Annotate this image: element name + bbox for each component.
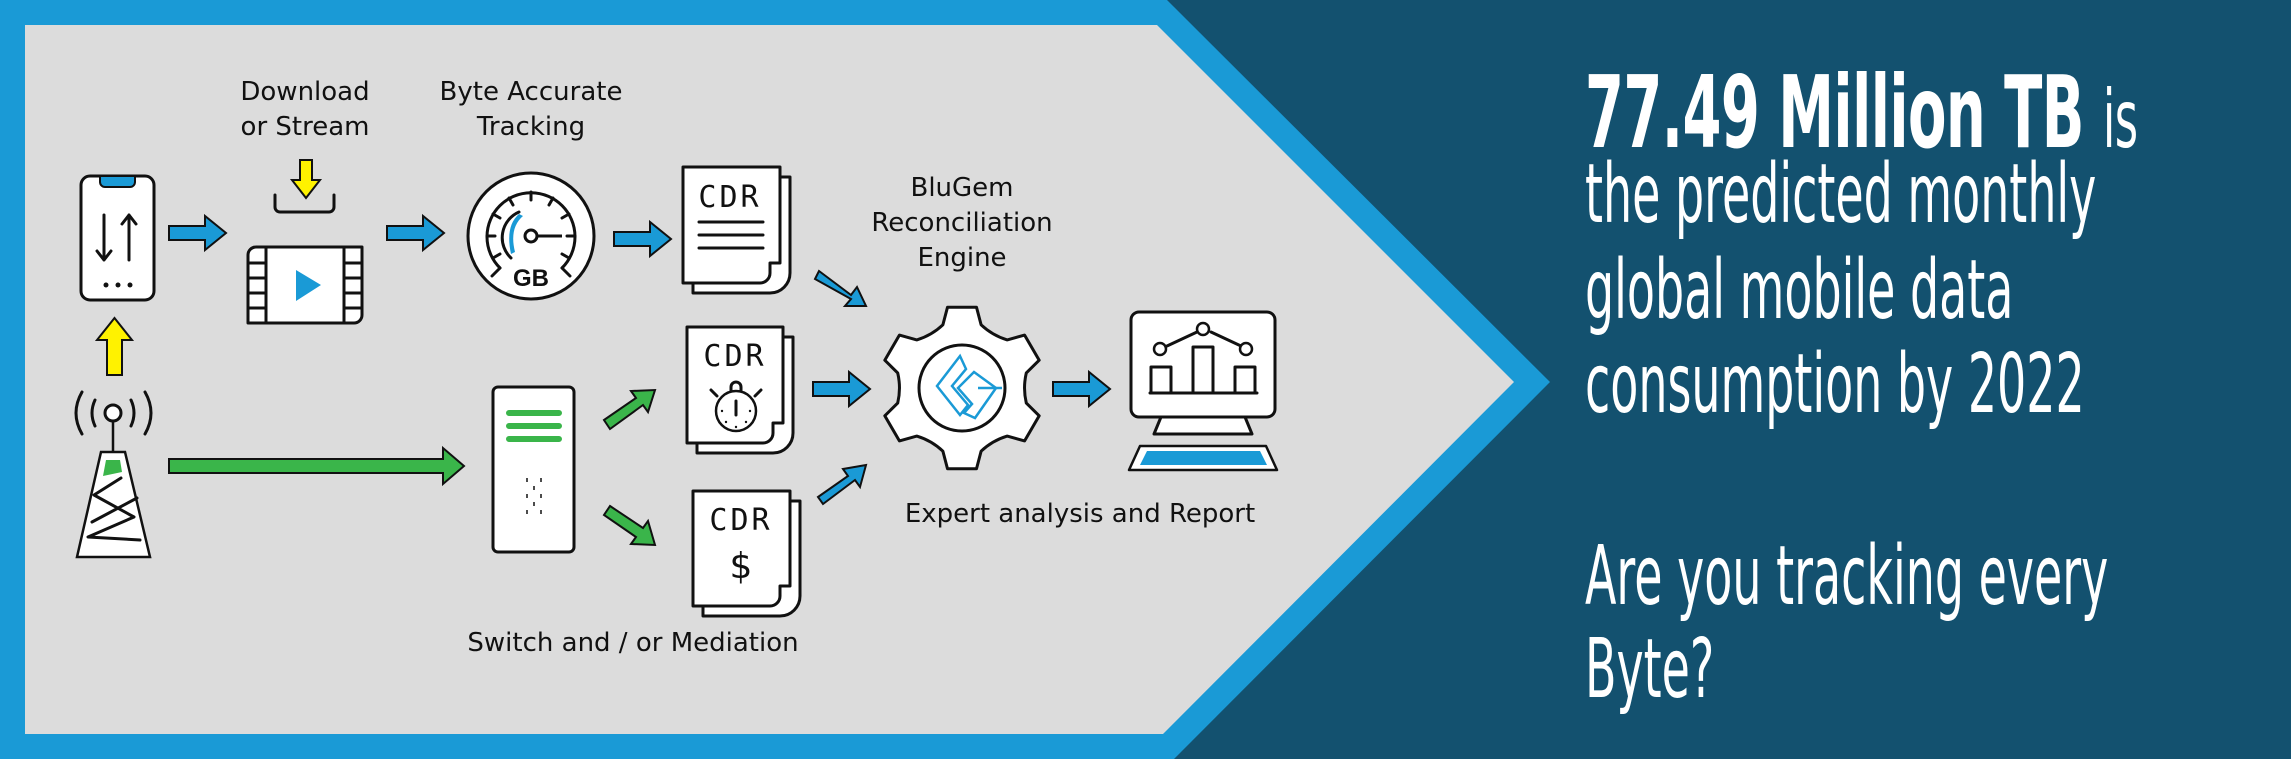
question-line1: Are you tracking every <box>1585 529 2109 624</box>
headline-stat-line: 77.49 Million TB is <box>1585 54 2138 171</box>
arrow-cdr-time-to-engine <box>812 369 872 409</box>
arrow-cdr-data-to-engine <box>813 269 868 307</box>
arrow-phone-to-video <box>168 213 228 253</box>
label-report: Expert analysis and Report <box>905 499 1255 529</box>
arrow-server-to-cdr-cost <box>602 504 657 547</box>
label-engine-line2: Reconciliation <box>871 208 1052 238</box>
speedometer-gauge-icon: GB <box>466 171 596 301</box>
document-lines-icon: CDR <box>681 165 792 295</box>
headline-line3: global mobile data <box>1585 243 2014 338</box>
download-tray-icon <box>273 159 336 214</box>
monitor-chart-icon <box>1127 310 1279 472</box>
gear-logo-icon <box>883 305 1041 471</box>
label-download-line1: Download <box>240 77 369 107</box>
arrow-engine-to-report <box>1052 369 1112 409</box>
cell-tower-icon <box>74 390 153 559</box>
cdr-cost-label: CDR <box>709 503 772 538</box>
headline-line2: the predicted monthly <box>1585 147 2097 242</box>
document-dollar-icon: CDR $ <box>691 489 802 618</box>
arrow-gauge-to-cdr-data <box>613 219 673 259</box>
arrow-tower-to-server <box>168 445 466 487</box>
arrow-tower-to-phone <box>94 316 135 376</box>
headline-stat-suffix: is <box>2102 73 2138 166</box>
headline-stat: 77.49 Million TB <box>1585 54 2084 171</box>
server-switch-icon <box>491 385 576 554</box>
video-play-icon <box>246 245 364 325</box>
document-stopwatch-icon: CDR <box>685 325 795 455</box>
label-engine-line3: Engine <box>917 243 1006 273</box>
gauge-unit-label: GB <box>513 265 549 292</box>
label-download-line2: or Stream <box>241 112 370 142</box>
smartphone-icon <box>79 174 156 302</box>
cdr-data-label: CDR <box>698 180 761 215</box>
label-engine-line1: BluGem <box>910 173 1013 203</box>
arrow-server-to-cdr-time <box>602 388 657 431</box>
headline-line4: consumption by 2022 <box>1585 337 2085 432</box>
cdr-time-label: CDR <box>703 339 766 374</box>
dollar-icon: $ <box>730 546 753 587</box>
label-tracking-line2: Tracking <box>476 112 585 142</box>
arrow-cdr-cost-to-engine <box>816 463 868 506</box>
label-switch: Switch and / or Mediation <box>467 628 798 658</box>
arrow-video-to-gauge <box>386 213 446 253</box>
question-line2: Byte? <box>1585 622 1715 717</box>
label-tracking-line1: Byte Accurate <box>440 77 623 107</box>
